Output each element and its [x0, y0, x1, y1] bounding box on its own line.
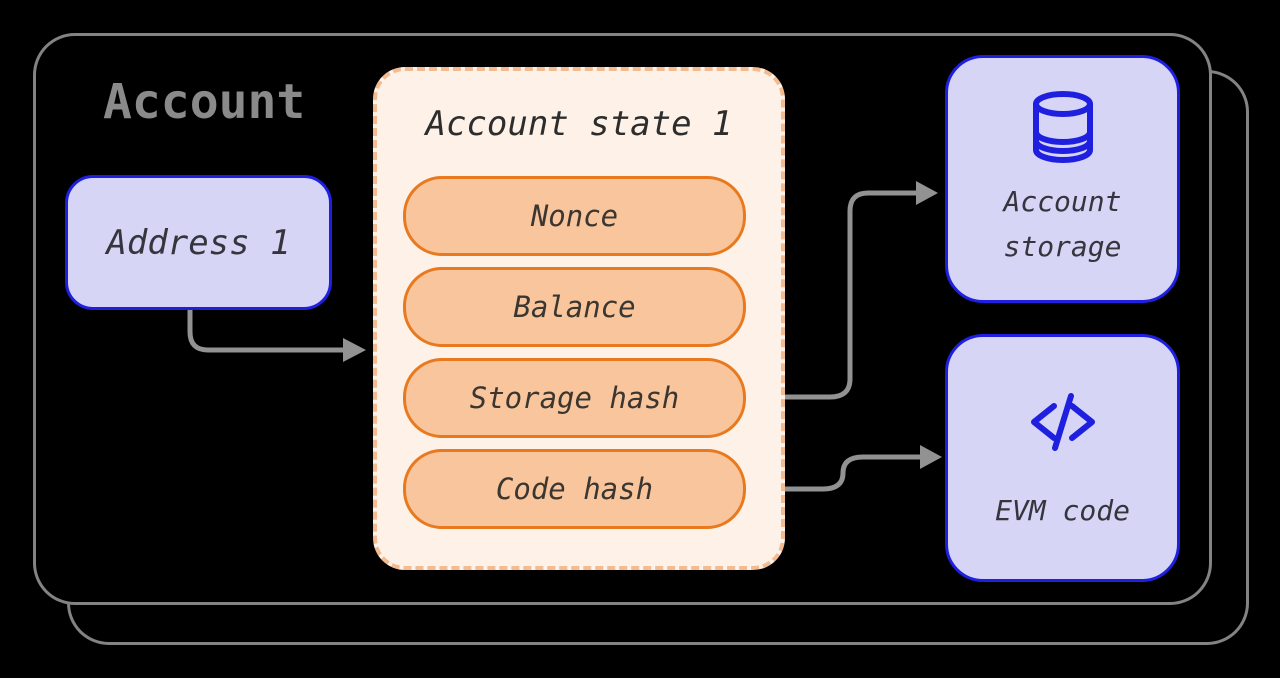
evm-code-box: EVM code	[945, 334, 1180, 582]
state-field-code-hash: Code hash	[403, 449, 746, 529]
state-field-nonce: Nonce	[403, 176, 746, 256]
address-box: Address 1	[65, 175, 332, 310]
state-field-storage-hash: Storage hash	[403, 358, 746, 438]
evm-code-label: EVM code	[995, 494, 1130, 527]
account-state-title: Account state 1	[425, 104, 733, 144]
account-storage-box: Account storage	[945, 55, 1180, 303]
arrow-address-to-state	[187, 310, 366, 362]
account-storage-label: Account storage	[1003, 185, 1122, 263]
state-field-balance: Balance	[403, 267, 746, 347]
address-label: Address 1	[106, 222, 291, 263]
diagram-title: Account	[103, 74, 306, 130]
code-icon	[1030, 393, 1095, 451]
database-icon	[1032, 91, 1093, 163]
